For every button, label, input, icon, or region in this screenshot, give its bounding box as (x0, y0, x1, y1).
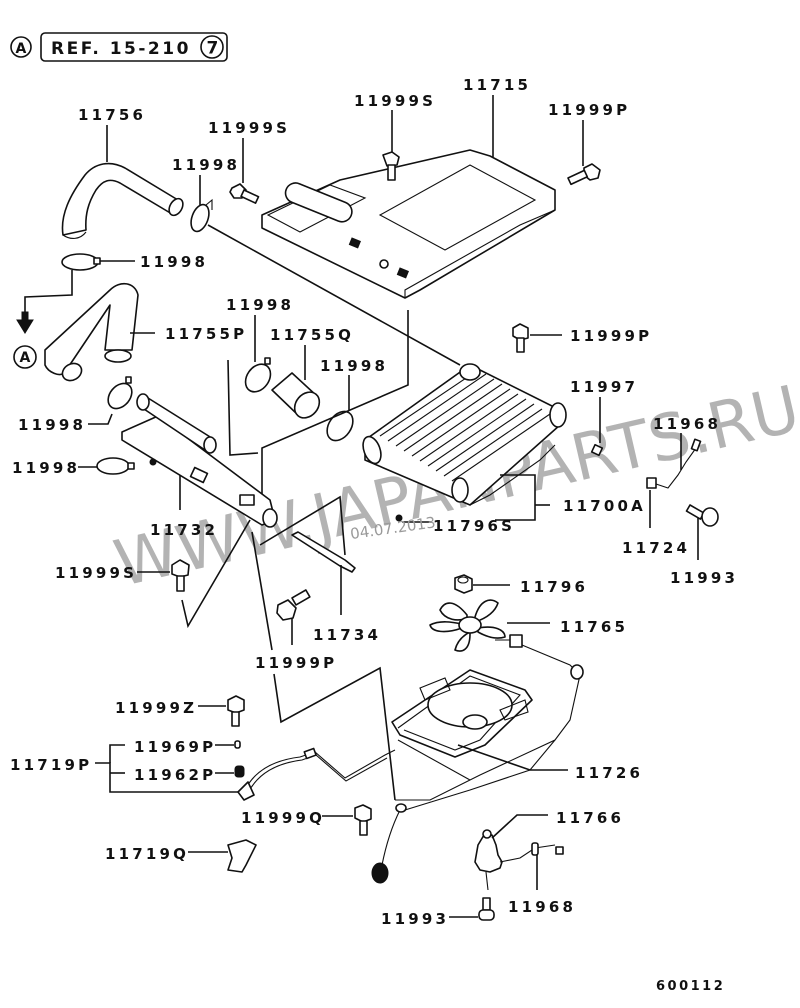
label-11719P: 11719P (10, 756, 92, 774)
bracket-11719P (95, 762, 240, 793)
label-11700A: 11700A (563, 497, 646, 515)
label-11993-low: 11993 (381, 910, 449, 928)
label-11968-right: 11968 (653, 415, 721, 433)
label-11724: 11724 (622, 539, 690, 557)
plug-11993-low (478, 897, 495, 921)
grommet-11969P (234, 740, 241, 749)
hose-11755P (44, 282, 139, 382)
ref-circle (200, 35, 224, 59)
cover-11715 (261, 149, 556, 299)
reference-header: A REF. 15-210 7 (10, 32, 228, 62)
connector-line-b (227, 359, 259, 456)
clamp-11998-lower (96, 457, 135, 475)
label-11998-c: 11998 (320, 357, 388, 375)
bolt-11999S-upper (382, 151, 400, 181)
label-11765: 11765 (560, 618, 628, 636)
arrow-leader (24, 270, 73, 322)
label-11756: 11756 (78, 106, 146, 124)
bolt-11999P-top (567, 163, 601, 186)
leader-11998-left (88, 413, 113, 425)
label-11732: 11732 (150, 521, 218, 539)
label-11993-right: 11993 (670, 569, 738, 587)
plug-11993-right (685, 504, 719, 527)
marker-a-label: A (16, 41, 27, 57)
clamp-11998-left (107, 376, 133, 410)
intercooler-11700A (362, 363, 567, 506)
bracket-11719Q (227, 839, 257, 873)
marker-a-circle (10, 36, 32, 58)
label-11715: 11715 (463, 76, 531, 94)
label-11999P-low: 11999P (255, 654, 337, 672)
label-11766: 11766 (556, 809, 624, 827)
bracket-11700A (495, 474, 536, 521)
wire-11968-right (646, 438, 702, 489)
label-11998-top: 11998 (172, 156, 240, 174)
switch-11766 (474, 829, 564, 891)
grommet-11962P (234, 765, 245, 778)
harness-11719P (237, 747, 396, 801)
clamp-11998-c (326, 410, 354, 442)
label-11999S-low: 11999S (55, 564, 137, 582)
nut-11796S (395, 514, 403, 522)
bolt-11999P-right (512, 323, 529, 353)
shroud-11726 (391, 634, 584, 801)
ref-box (40, 32, 228, 62)
label-11796S: 11796S (433, 517, 515, 535)
hose-11756 (61, 162, 184, 239)
connector-line-c (261, 310, 409, 495)
label-11998-b: 11998 (140, 253, 208, 271)
label-11999S-mid: 11999S (208, 119, 290, 137)
ref-text: REF. 15-210 (51, 39, 191, 59)
label-11999P-right: 11999P (570, 327, 652, 345)
label-11726: 11726 (575, 764, 643, 782)
sleeve-11755Q (271, 372, 321, 419)
ref-circle-number: 7 (207, 39, 219, 59)
label-11755P: 11755P (165, 325, 247, 343)
label-11998-lower: 11998 (12, 459, 80, 477)
connector-line-g (273, 666, 396, 801)
sensor-11734 (291, 531, 356, 573)
bolt-11999P-low (276, 589, 311, 621)
label-11999P-top: 11999P (548, 101, 630, 119)
label-11969P: 11969P (134, 738, 216, 756)
clamp-11998-top (190, 198, 213, 233)
label-11755Q: 11755Q (270, 326, 354, 344)
bolt-11999Q (354, 804, 372, 836)
label-11719Q: 11719Q (105, 845, 189, 863)
label-11998-left: 11998 (18, 416, 86, 434)
bolt-11999Z (227, 695, 245, 727)
nut-11796 (454, 574, 473, 594)
clip-11997 (590, 443, 604, 457)
bolt-11999S-top (229, 183, 260, 204)
bolt-11999S-low (171, 559, 190, 592)
leader-11766 (491, 814, 548, 839)
label-11997: 11997 (570, 378, 638, 396)
label-11796: 11796 (520, 578, 588, 596)
connector-line-d (181, 519, 251, 629)
harness-lower (371, 739, 556, 884)
marker-a-lower-circle (13, 345, 37, 369)
label-11968-low: 11968 (508, 898, 576, 916)
connector-line-a (207, 224, 461, 366)
bracket-11719P-top (109, 744, 125, 763)
label-11999S-top: 11999S (354, 92, 436, 110)
pipe-11732 (121, 393, 278, 528)
label-11962P: 11962P (134, 766, 216, 784)
connector-line-f (259, 495, 346, 556)
marker-a-lower-label: A (20, 350, 31, 366)
fan-11765 (429, 599, 506, 652)
arrow-shaft (21, 311, 29, 323)
clamp-11998-mid (244, 357, 272, 393)
diagram-code: 600112 (656, 979, 725, 994)
clamp-11998-left-a (61, 253, 101, 271)
label-11734: 11734 (313, 626, 381, 644)
label-11998-clamp: 11998 (226, 296, 294, 314)
connector-line-e (251, 531, 273, 651)
label-11999Q: 11999Q (241, 809, 325, 827)
label-11999Z: 11999Z (115, 699, 197, 717)
